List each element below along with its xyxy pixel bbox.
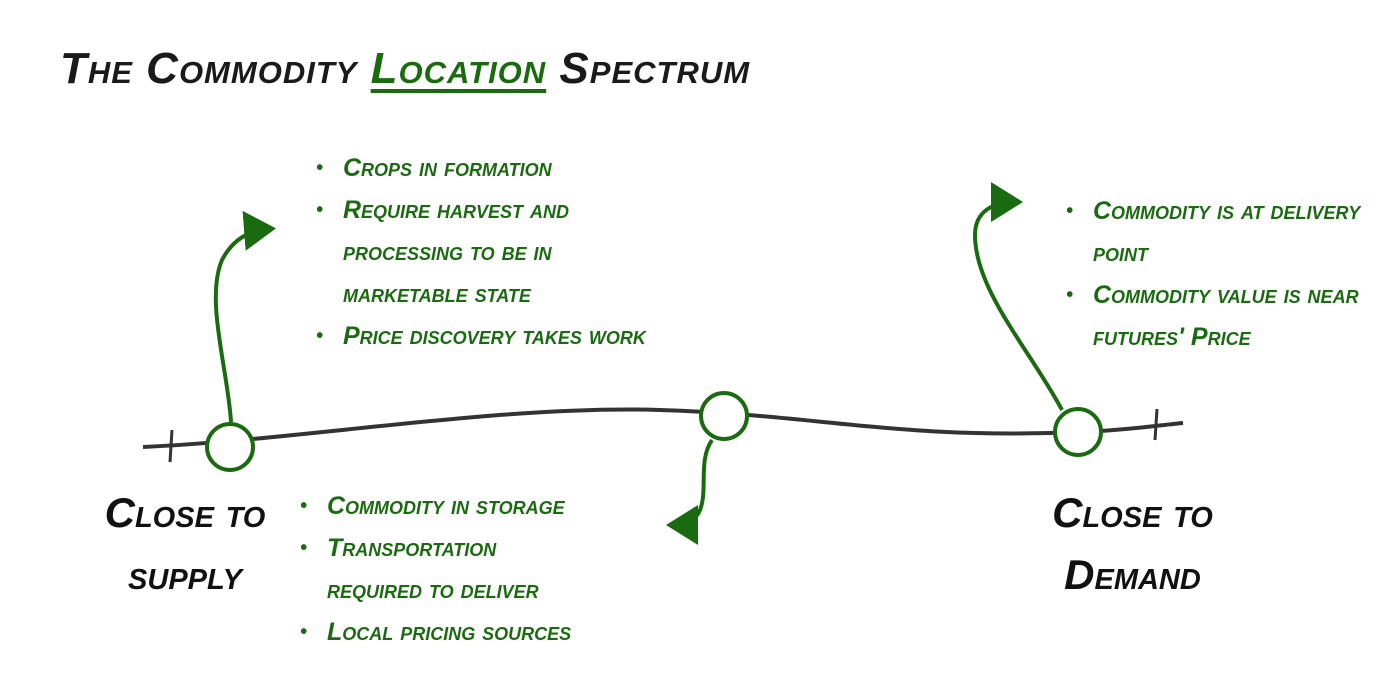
marker-middle <box>699 391 749 441</box>
label-line: Close to <box>104 489 266 536</box>
title-suffix: Spectrum <box>559 44 751 93</box>
note-item: Commodity is at delivery point <box>1066 190 1371 274</box>
notes-demand: Commodity is at delivery point Commodity… <box>1066 190 1371 358</box>
note-item: Price discovery takes work <box>316 315 646 357</box>
label-close-to-supply: Close to supply <box>80 482 290 606</box>
note-item: Crops in formation <box>316 147 646 189</box>
notes-middle: Commodity in storage Transportation requ… <box>300 485 660 653</box>
page-title: The Commodity Location Spectrum <box>60 44 750 94</box>
arrow-supply <box>213 210 276 423</box>
note-item: Commodity value is near futures' Price <box>1066 274 1371 358</box>
label-line: Close to <box>1052 489 1213 536</box>
tick-demand <box>1153 408 1159 441</box>
marker-supply <box>205 422 255 472</box>
spectrum-line <box>142 407 1184 449</box>
note-item: Local pricing sources <box>300 611 660 653</box>
arrow-middle <box>666 438 714 545</box>
notes-supply: Crops in formation Require harvest and p… <box>316 147 646 357</box>
tick-supply <box>168 429 174 463</box>
label-line: Demand <box>1064 551 1201 598</box>
arrow-demand <box>972 182 1064 411</box>
note-item: Transportation required to deliver <box>300 527 577 611</box>
title-highlight: Location <box>370 44 547 93</box>
note-item: Require harvest and processing to be in … <box>316 189 646 315</box>
label-line: supply <box>128 551 242 598</box>
marker-demand <box>1053 407 1103 457</box>
title-prefix: The Commodity <box>60 44 358 93</box>
label-close-to-demand: Close to Demand <box>1025 482 1240 606</box>
note-item: Commodity in storage <box>300 485 660 527</box>
